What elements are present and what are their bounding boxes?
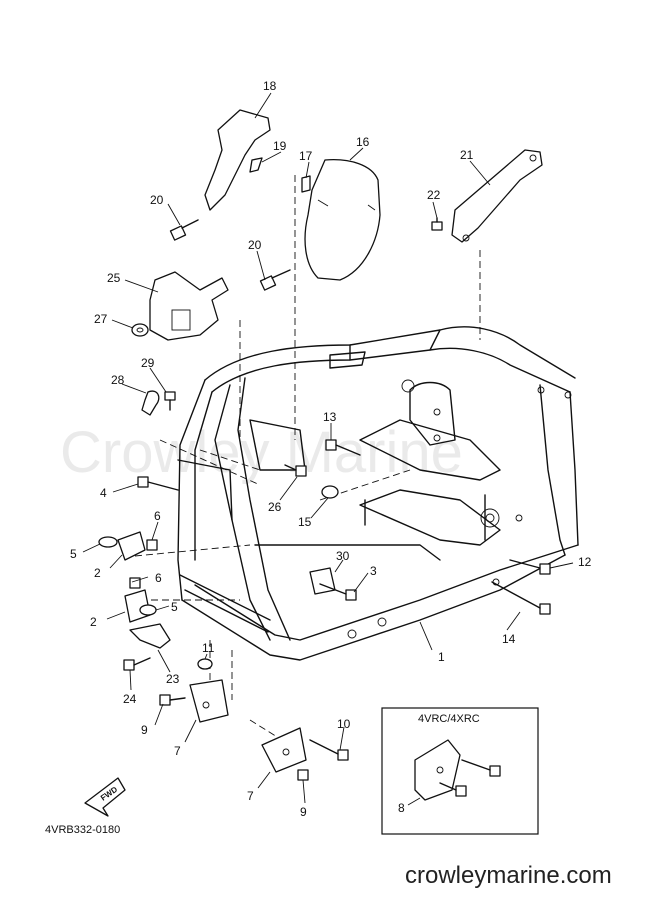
callout-17: 17	[299, 149, 313, 163]
part-25-bracket[interactable]	[149, 271, 229, 341]
callout-24: 24	[123, 692, 137, 706]
callout-18: 18	[263, 79, 277, 93]
part-8-plate[interactable]	[414, 739, 461, 801]
inset-title: 4VRC/4XRC	[418, 713, 480, 725]
callout-13: 13	[323, 410, 337, 424]
part-22-bolt[interactable]	[431, 217, 443, 231]
part-15-washer[interactable]	[321, 485, 339, 499]
callout-25: 25	[107, 271, 121, 285]
variant-inset: 4VRC/4XRC	[381, 707, 539, 835]
part-2-plate-a[interactable]	[117, 531, 146, 561]
callout-27: 27	[94, 312, 108, 326]
part-5-washer-a[interactable]	[98, 536, 118, 548]
part-21-bracket[interactable]	[451, 149, 543, 243]
callout-28: 28	[111, 373, 125, 387]
callout-8: 8	[398, 801, 405, 815]
callout-6-b: 6	[155, 571, 162, 585]
part-14-long-bolt[interactable]	[491, 581, 551, 615]
part-23-bracket[interactable]	[129, 623, 171, 649]
part-9-bolt-a[interactable]	[159, 694, 186, 706]
callout-4: 4	[100, 486, 107, 500]
callout-29: 29	[141, 356, 155, 370]
callout-15: 15	[298, 515, 312, 529]
part-20-bolt-a[interactable]	[169, 219, 199, 241]
part-8-bolt-a[interactable]	[461, 759, 501, 777]
callout-7-b: 7	[247, 789, 254, 803]
part-7-plate-a[interactable]	[189, 679, 229, 723]
callout-30: 30	[336, 549, 350, 563]
callout-16: 16	[356, 135, 370, 149]
part-11-washer[interactable]	[197, 658, 213, 670]
part-16-side-cover[interactable]	[304, 159, 381, 281]
part-17-plate[interactable]	[301, 175, 311, 193]
part-8-bolt-b[interactable]	[439, 782, 467, 797]
callout-5-b: 5	[171, 600, 178, 614]
part-3-bolt[interactable]	[319, 583, 357, 601]
part-6-bolt-b[interactable]	[129, 577, 141, 589]
part-10-bolt[interactable]	[309, 739, 349, 761]
callout-19: 19	[273, 139, 287, 153]
callout-26: 26	[268, 500, 282, 514]
part-26-bolt[interactable]	[284, 464, 307, 477]
callout-3: 3	[370, 564, 377, 578]
callout-22: 22	[427, 188, 441, 202]
callout-12: 12	[578, 555, 592, 569]
callout-20-b: 20	[248, 238, 262, 252]
part-12-bolt[interactable]	[509, 559, 551, 575]
leader-lines	[82, 92, 574, 806]
part-5-washer-b[interactable]	[139, 604, 157, 616]
part-18-cover[interactable]	[204, 109, 271, 211]
assembly-guide-lines	[134, 175, 481, 746]
part-4-bolt[interactable]	[137, 476, 179, 491]
callout-10: 10	[337, 717, 351, 731]
footer-site[interactable]: crowleymarine.com	[405, 862, 612, 889]
callout-21: 21	[460, 148, 474, 162]
callout-2-b: 2	[90, 615, 97, 629]
watermark: Crowley Marine	[60, 420, 463, 485]
callout-numbers: 18 19 20 17 16 21 22 20 25 27 29 28 13 4…	[70, 79, 592, 819]
forward-direction-arrow: FWD	[84, 777, 126, 817]
callout-6-a: 6	[154, 509, 161, 523]
callout-23: 23	[166, 672, 180, 686]
diagram-reference: 4VRB332-0180	[45, 824, 120, 836]
part-19-clip[interactable]	[249, 157, 263, 173]
callout-5-a: 5	[70, 547, 77, 561]
part-20-bolt-b[interactable]	[259, 269, 291, 291]
callout-7-a: 7	[174, 744, 181, 758]
callout-11: 11	[202, 641, 215, 655]
callout-9-b: 9	[300, 805, 307, 819]
part-9-bolt-b[interactable]	[297, 769, 309, 781]
part-29-bolt[interactable]	[164, 391, 176, 411]
callout-20-a: 20	[150, 193, 164, 207]
callout-14: 14	[502, 632, 516, 646]
main-frame[interactable]	[177, 326, 579, 661]
callout-2-a: 2	[94, 566, 101, 580]
part-30-bracket[interactable]	[309, 567, 336, 595]
callout-9-a: 9	[141, 723, 148, 737]
part-27-grommet[interactable]	[131, 323, 149, 337]
part-6-bolt-a[interactable]	[146, 539, 158, 551]
part-28-clamp[interactable]	[141, 390, 160, 416]
callout-1: 1	[438, 650, 445, 664]
part-24-bolt[interactable]	[123, 657, 151, 671]
